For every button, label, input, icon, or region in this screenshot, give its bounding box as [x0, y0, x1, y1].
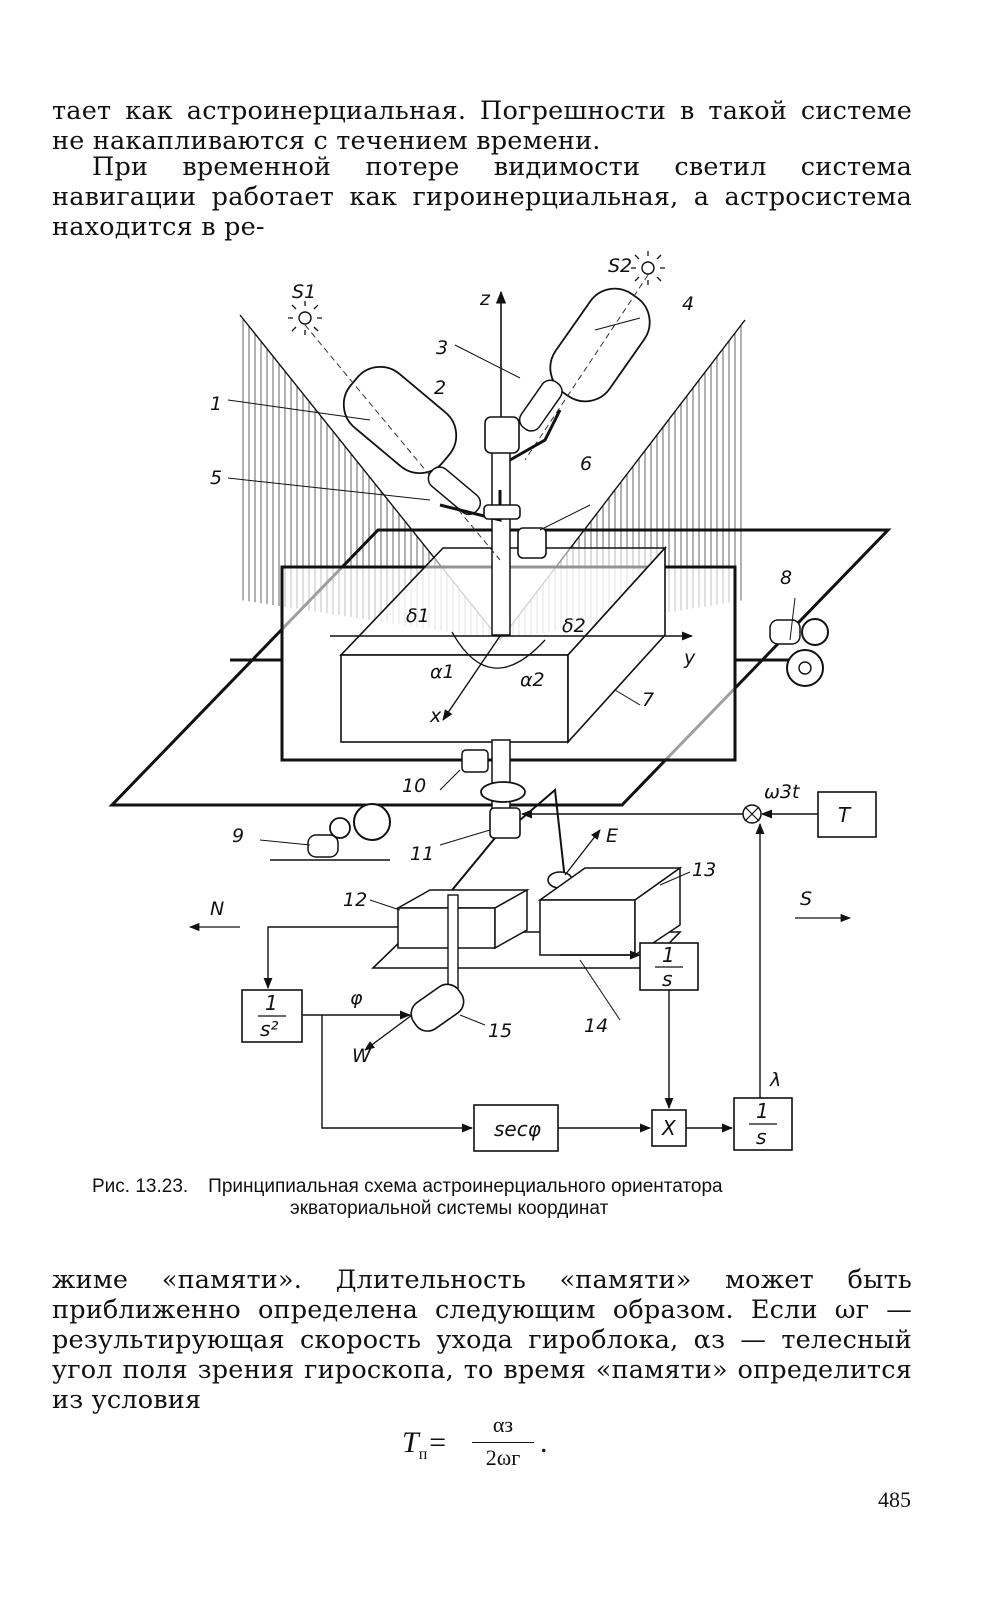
formula-denominator: 2ωг — [485, 1445, 521, 1470]
formula-lhs: T — [402, 1426, 419, 1459]
label-w: W — [352, 1045, 372, 1067]
formula-lhs-subscript: п — [418, 1446, 428, 1463]
accelerometer-13 — [537, 866, 683, 957]
block-sec-phi — [473, 1104, 559, 1152]
gyro-unit-2 — [484, 416, 520, 454]
caption-number: Рис. 13.23. — [92, 1176, 189, 1197]
label-5: 5 — [210, 467, 222, 489]
telescope-1 — [342, 365, 458, 475]
gyro-unit-6 — [517, 527, 547, 559]
label-e: E — [606, 825, 618, 847]
label-10: 10 — [402, 775, 426, 797]
gyro-15 — [410, 983, 465, 1032]
label-alpha2: α2 — [520, 669, 545, 691]
label-8: 8 — [780, 567, 792, 589]
formula-tail: . — [540, 1426, 548, 1459]
label-1: 1 — [210, 393, 222, 415]
caption-line-2: экваториальной системы координат — [290, 1198, 609, 1219]
block-inv-s-b-num: 1 — [756, 1099, 769, 1123]
label-3: 3 — [436, 337, 448, 359]
label-y: y — [683, 647, 696, 669]
paragraph-bottom: жиме «памяти». Длительность «памяти» мож… — [52, 1265, 912, 1415]
page-number: 485 — [878, 1487, 911, 1512]
star-s1-icon — [288, 301, 322, 335]
label-z: z — [479, 288, 491, 310]
outer-gimbal-frame — [108, 528, 892, 807]
label-n: N — [210, 898, 224, 920]
label-delta2: δ2 — [562, 615, 586, 637]
label-11: 11 — [410, 843, 434, 865]
label-delta1: δ1 — [406, 605, 430, 627]
accelerometer-12 — [395, 888, 530, 950]
figure-caption: Рис. 13.23. Принципиальная схема астроине… — [92, 1176, 892, 1220]
block-inv-s-a-den: s — [662, 967, 672, 991]
label-13: 13 — [692, 859, 716, 881]
block-t-label: T — [838, 803, 852, 827]
label-2: 2 — [434, 377, 446, 399]
block-inv-s-b-den: s — [756, 1125, 766, 1149]
label-s1: S1 — [292, 281, 316, 303]
caption-line-1: Принципиальная схема астроинерциального … — [208, 1176, 723, 1197]
label-phi: φ — [350, 987, 363, 1009]
star-s2-icon — [631, 251, 665, 285]
block-sec-label: secφ — [494, 1117, 541, 1141]
paragraph-middle: При временной потере видимости светил си… — [52, 152, 912, 242]
label-x: x — [429, 705, 442, 727]
drive-9 — [270, 803, 391, 861]
x-axis — [442, 635, 501, 721]
label-9: 9 — [232, 825, 244, 847]
formula-equals: = — [427, 1426, 448, 1459]
formula-numerator: αз — [492, 1412, 514, 1437]
label-7: 7 — [642, 689, 654, 711]
paragraph-top: тает как астроинерциальная. Погрешности … — [52, 96, 912, 156]
figure-astroinertial-orientator: S1 S2 z x y 4 3 2 1 5 6 7 8 9 10 11 12 1… — [108, 251, 892, 1152]
block-inv-s2-num: 1 — [265, 991, 278, 1015]
label-s: S — [800, 888, 812, 910]
label-15: 15 — [488, 1020, 512, 1042]
label-4: 4 — [682, 293, 694, 315]
label-omega-t: ω3t — [764, 781, 801, 803]
block-multiply-label: X — [661, 1116, 677, 1140]
block-inv-s-a-num: 1 — [662, 943, 675, 967]
drive-8 — [769, 618, 829, 687]
label-14: 14 — [584, 1015, 608, 1037]
motor-11 — [489, 807, 521, 839]
sensor-10 — [461, 749, 489, 773]
label-s2: S2 — [608, 255, 632, 277]
label-6: 6 — [580, 453, 592, 475]
label-lambda: λ — [769, 1069, 781, 1091]
label-alpha1: α1 — [430, 661, 455, 683]
block-inv-s2-den: s² — [260, 1017, 278, 1041]
label-12: 12 — [343, 889, 367, 911]
